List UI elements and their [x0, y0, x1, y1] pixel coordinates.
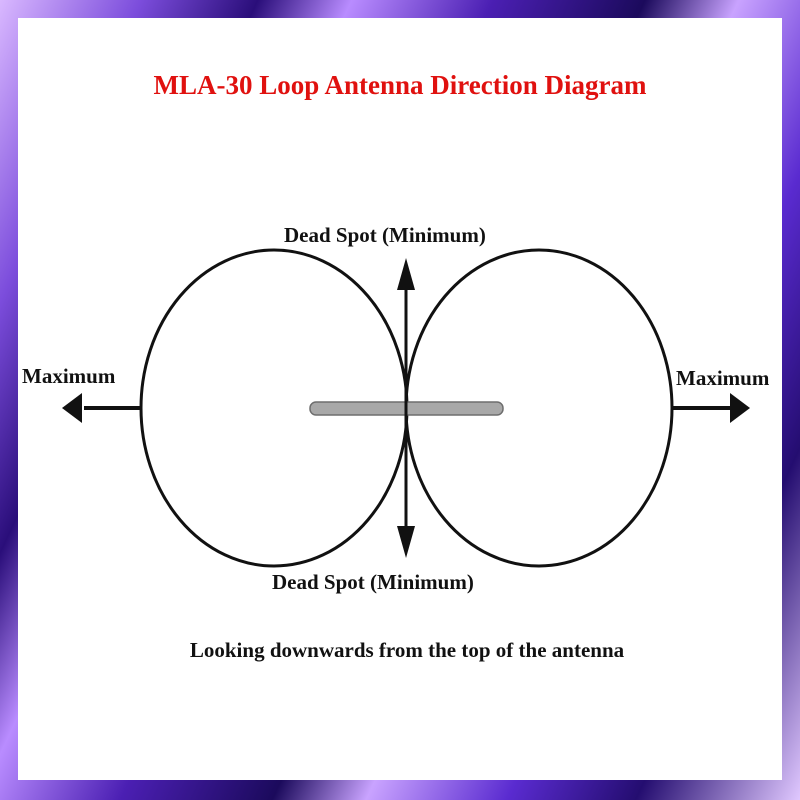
- arrow-up-icon: [397, 258, 415, 290]
- arrow-right-icon: [730, 393, 750, 423]
- white-panel: [18, 18, 782, 780]
- arrow-left-icon: [62, 393, 82, 423]
- maximum-left-label: Maximum: [22, 364, 116, 388]
- dead-spot-top-label: Dead Spot (Minimum): [284, 223, 486, 247]
- dead-spot-bottom-label: Dead Spot (Minimum): [272, 570, 474, 594]
- maximum-right-label: Maximum: [676, 366, 770, 390]
- arrow-down-icon: [397, 526, 415, 558]
- diagram-title: MLA-30 Loop Antenna Direction Diagram: [153, 70, 647, 100]
- diagram-caption: Looking downwards from the top of the an…: [189, 638, 625, 662]
